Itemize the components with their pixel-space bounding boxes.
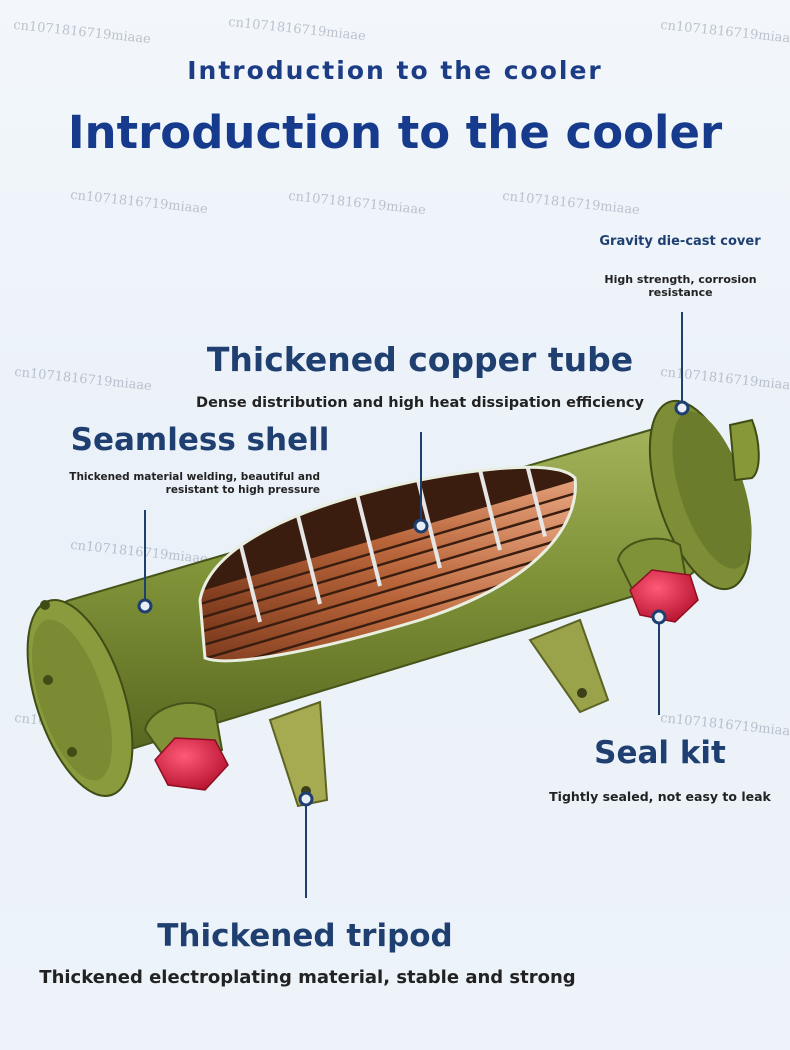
page-title: Introduction to the cooler — [67, 106, 723, 159]
leader-lines — [144, 312, 683, 898]
cover-description: High strength, corrosion resistance — [604, 273, 757, 299]
shell-heading: Seamless shell — [70, 422, 330, 458]
copper-tube — [200, 532, 576, 661]
page-subtitle: Introduction to the cooler — [187, 56, 603, 85]
baffle-ring — [353, 485, 382, 587]
tripod-description: Thickened electroplating material, stabl… — [39, 967, 576, 988]
leader-dots — [137, 400, 690, 807]
tripod-heading: Thickened tripod — [157, 918, 453, 954]
tube-heading: Thickened copper tube — [206, 340, 634, 379]
seal-port-right — [616, 537, 699, 623]
baffle-ring — [293, 503, 322, 605]
left-cover-flange — [26, 599, 134, 797]
tube-description: Dense distribution and high heat dissipa… — [196, 395, 644, 411]
cover-heading: Gravity die-cast cover — [599, 234, 761, 249]
tripod-right — [528, 618, 610, 714]
baffle-ring — [413, 467, 442, 569]
copper-tube — [200, 518, 576, 648]
seal-description: Tightly sealed, not easy to leak — [549, 789, 771, 804]
tripod-left — [268, 700, 329, 808]
baffle-ring — [518, 467, 547, 537]
baffle-ring — [473, 467, 502, 551]
copper-tube — [200, 476, 576, 606]
copper-tube — [200, 490, 576, 620]
shell-description: Thickened material welding, beautiful an… — [69, 471, 320, 496]
seal-heading: Seal kit — [594, 735, 726, 771]
seal-port-left — [143, 701, 229, 791]
